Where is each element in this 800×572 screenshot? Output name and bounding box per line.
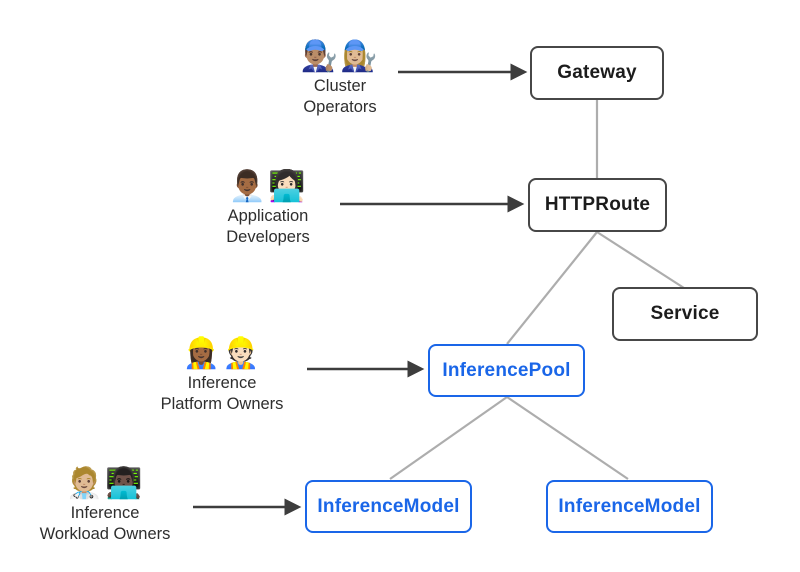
actor-label-line: Workload Owners <box>39 525 171 543</box>
gateway-node: Gateway <box>530 46 664 100</box>
inferencemodel-left-label: InferenceModel <box>317 495 460 517</box>
actor-label-line: Application <box>227 207 309 225</box>
inferencepool-node: InferencePool <box>428 344 585 397</box>
actor-cluster-operators: 👨🏽‍🔧👩🏼‍🔧 Cluster Operators <box>240 38 440 118</box>
inferencemodel-node-left: InferenceModel <box>305 480 472 533</box>
actor-inference-workload-owners: 🧑🏼‍⚕️👨🏿‍💻 Inference Workload Owners <box>5 465 205 545</box>
man-office-worker-icon woman-technologist-icon: 👨🏾‍💼👩🏻‍💻 <box>228 170 308 203</box>
actor-label-line: Platform Owners <box>160 395 284 413</box>
actor-inference-platform-owners: 👷🏾‍♀️👷🏻 Inference Platform Owners <box>102 335 342 415</box>
httproute-node: HTTPRoute <box>528 178 667 232</box>
connector-inferencepool-inferencemodel-left <box>389 396 508 480</box>
health-worker-icon man-technologist-icon: 🧑🏼‍⚕️👨🏿‍💻 <box>65 467 145 500</box>
service-node-label: Service <box>650 303 720 324</box>
actor-label-line: Developers <box>226 228 310 246</box>
actor-label-line: Operators <box>303 98 377 116</box>
connector-inferencepool-inferencemodel-right <box>506 396 629 480</box>
httproute-node-label: HTTPRoute <box>544 194 651 215</box>
gateway-node-label: Gateway <box>557 62 637 83</box>
connector-httproute-service <box>596 231 685 289</box>
actor-label-line: Inference <box>70 504 140 522</box>
woman-construction-worker-icon man-construction-worker-icon: 👷🏾‍♀️👷🏻 <box>182 337 262 370</box>
inferencepool-node-label: InferencePool <box>442 359 571 381</box>
actor-label-line: Cluster <box>313 77 367 95</box>
inferencemodel-node-right: InferenceModel <box>546 480 713 533</box>
inferencemodel-right-label: InferenceModel <box>558 495 701 517</box>
service-node: Service <box>612 287 758 341</box>
actor-application-developers: 👨🏾‍💼👩🏻‍💻 Application Developers <box>168 168 368 248</box>
connector-httproute-inferencepool <box>506 231 598 345</box>
man-mechanic-icon woman-mechanic-icon: 👨🏽‍🔧👩🏼‍🔧 <box>300 40 380 73</box>
actor-label-line: Inference <box>187 374 257 392</box>
